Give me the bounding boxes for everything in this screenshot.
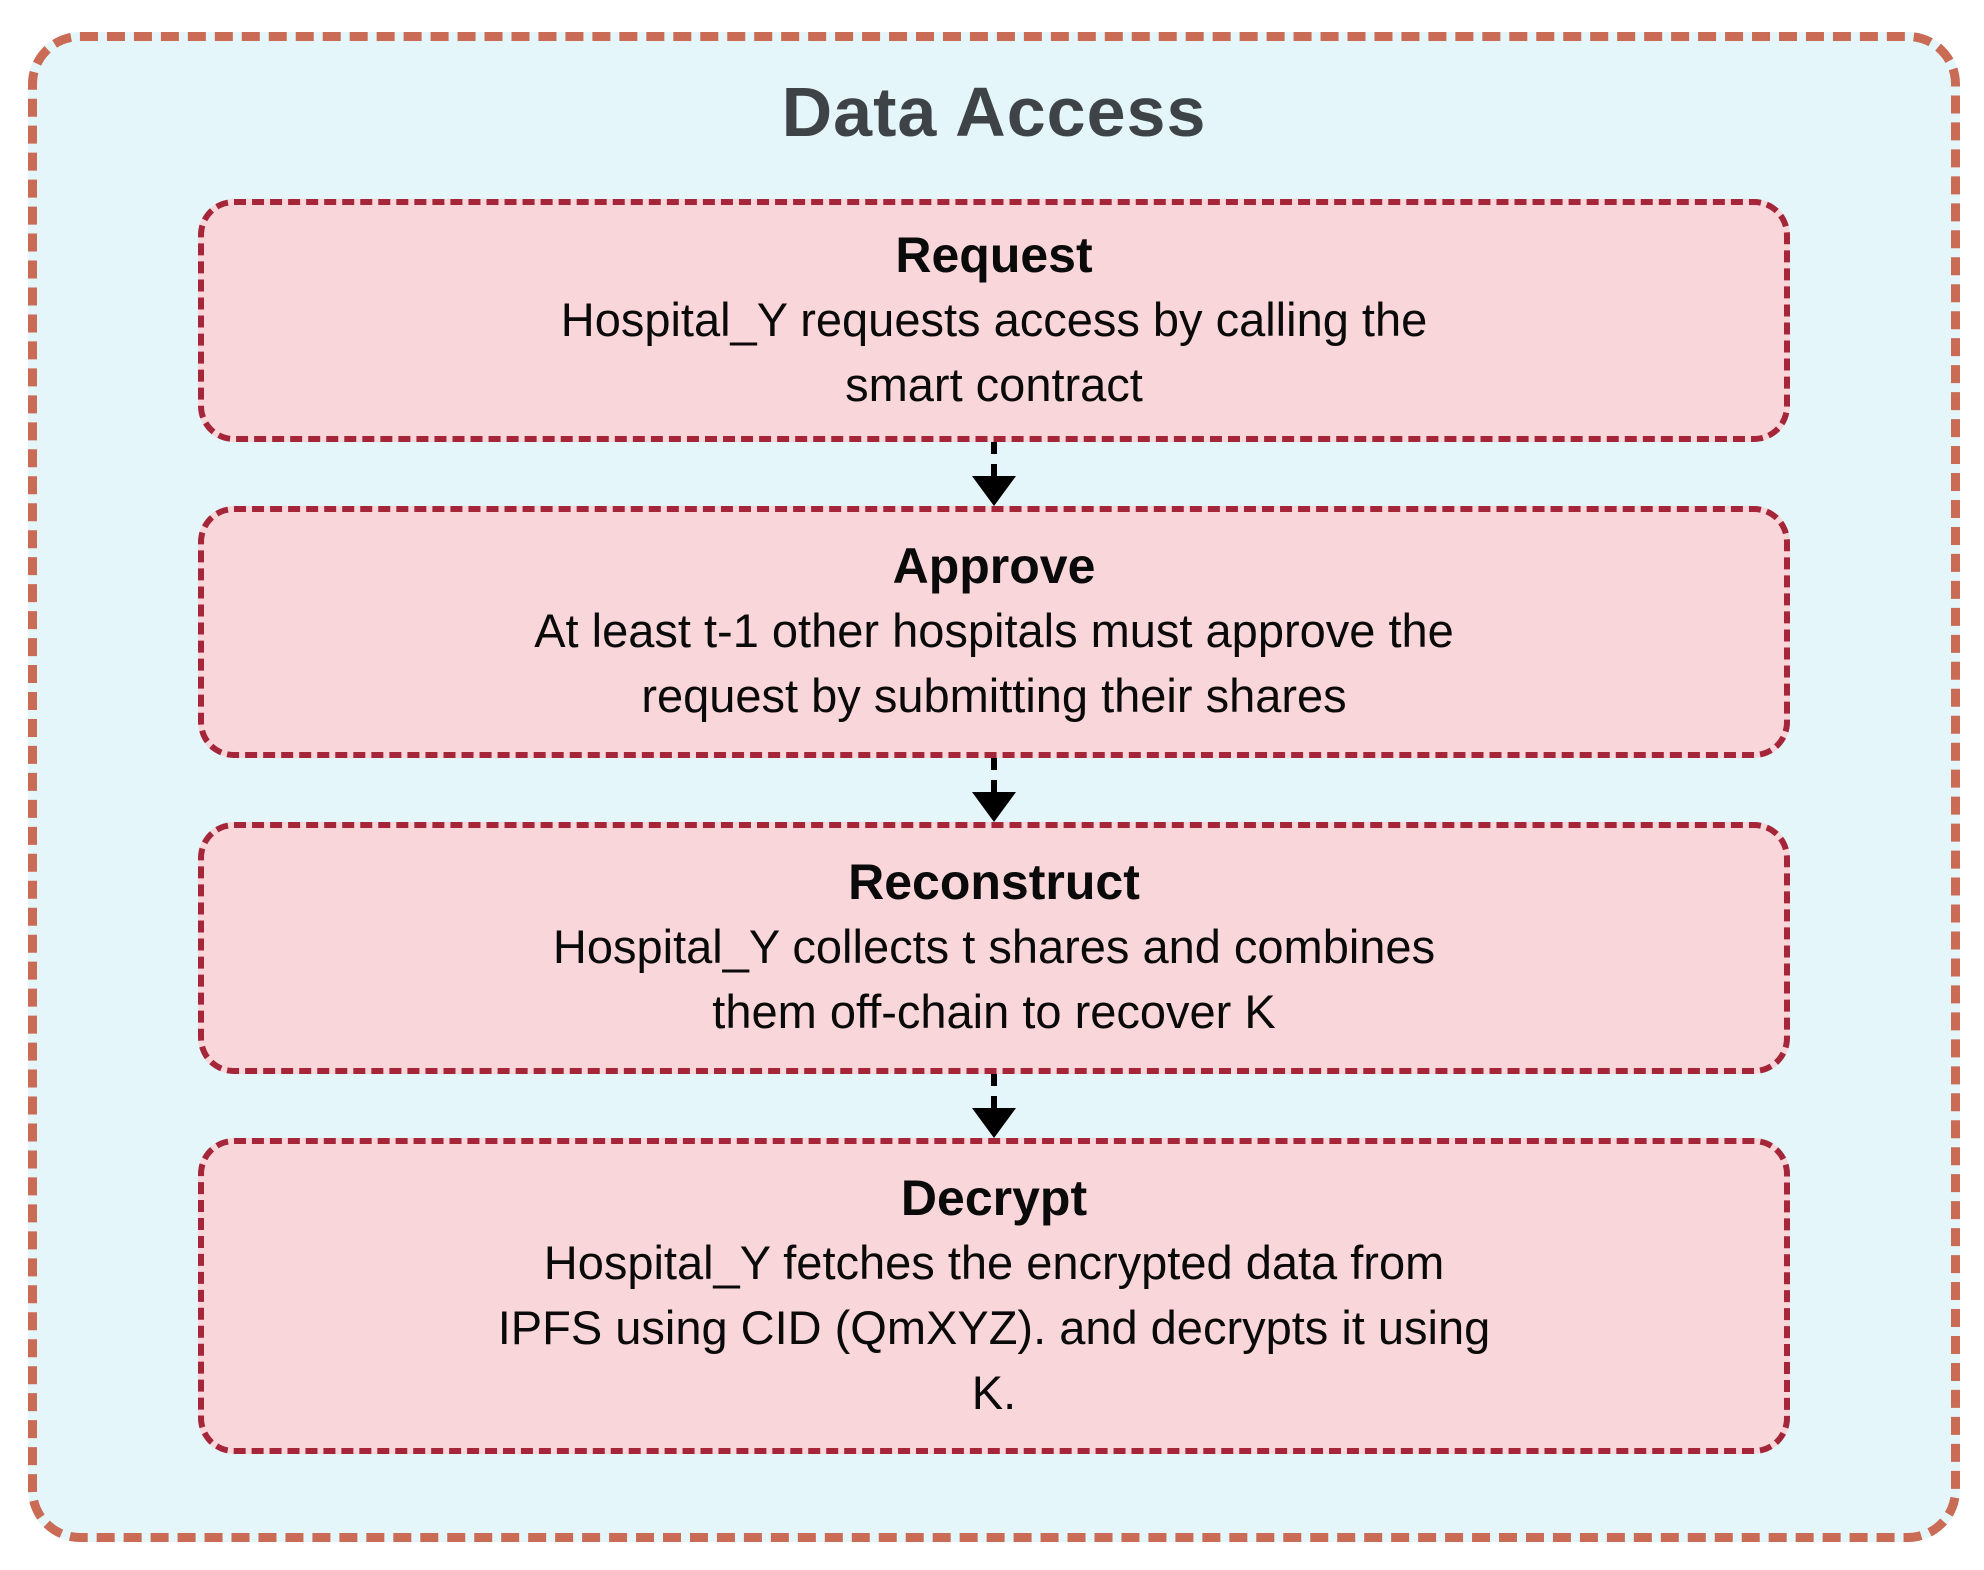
stage-heading: Approve bbox=[892, 538, 1096, 595]
stage-heading: Decrypt bbox=[900, 1169, 1088, 1226]
stage-box-decrypt: Decrypt Hospital_Y fetches the encrypted… bbox=[198, 1137, 1790, 1454]
flow-arrow-reconstruct-to-decrypt bbox=[971, 1073, 1017, 1138]
arrow-down-icon bbox=[972, 791, 1016, 822]
stage-box-reconstruct: Reconstruct Hospital_Y collects t shares… bbox=[198, 821, 1790, 1074]
stage-heading: Request bbox=[895, 226, 1093, 283]
data-access-container: Data Access Request Hospital_Y requests … bbox=[28, 32, 1960, 1542]
flow-arrow-request-to-approve bbox=[971, 441, 1017, 506]
stage-description: Hospital_Y requests access by calling th… bbox=[560, 292, 1428, 411]
stage-description: Hospital_Y fetches the encrypted data fr… bbox=[497, 1235, 1491, 1419]
arrow-shaft bbox=[991, 441, 997, 476]
stage-box-approve: Approve At least t-1 other hospitals mus… bbox=[198, 505, 1790, 758]
arrow-down-icon bbox=[972, 1107, 1016, 1138]
page-title: Data Access bbox=[781, 73, 1207, 151]
stage-description: At least t-1 other hospitals must approv… bbox=[534, 604, 1454, 723]
arrow-shaft bbox=[991, 1073, 997, 1108]
stage-description: Hospital_Y collects t shares and combine… bbox=[552, 920, 1436, 1039]
arrow-down-icon bbox=[972, 475, 1016, 506]
stage-box-request: Request Hospital_Y requests access by ca… bbox=[198, 198, 1790, 442]
flow-arrow-approve-to-reconstruct bbox=[971, 757, 1017, 822]
stage-heading: Reconstruct bbox=[848, 854, 1140, 911]
arrow-shaft bbox=[991, 757, 997, 792]
